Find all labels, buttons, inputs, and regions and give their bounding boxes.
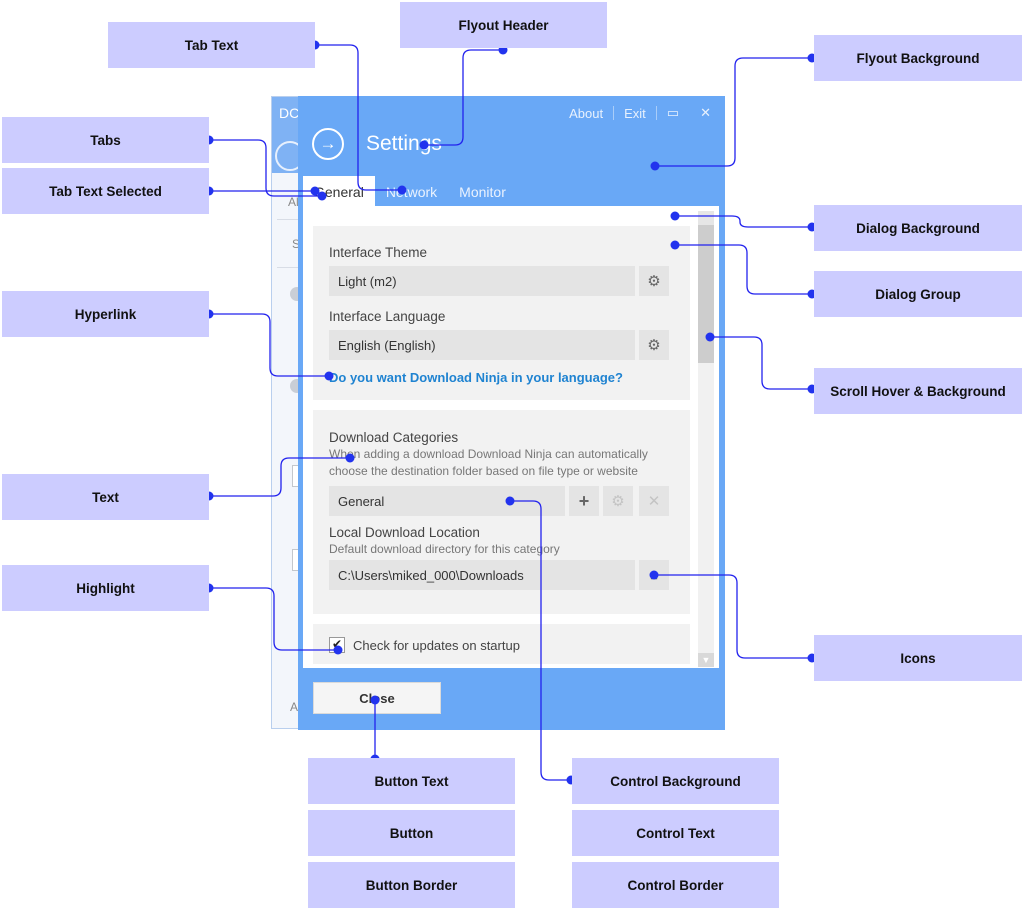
category-select[interactable]: General — [329, 486, 565, 516]
local-download-location-label: Local Download Location — [329, 525, 480, 540]
exit-link[interactable]: Exit — [624, 105, 646, 121]
dialog-group-updates: ✔ Check for updates on startup — [313, 624, 690, 664]
dialog-panel: ▼ Interface Theme Light (m2) ⚙ Interface… — [303, 206, 719, 668]
background-app-title: DC — [279, 105, 300, 121]
background-app-text: A — [290, 700, 299, 714]
interface-theme-label: Interface Theme — [329, 245, 428, 260]
annotation-control-background: Control Background — [572, 758, 779, 804]
background-app-text: S — [292, 237, 301, 251]
tab-monitor[interactable]: Monitor — [459, 184, 506, 200]
annotation-tabs: Tabs — [2, 117, 209, 163]
annotation-flyout-header: Flyout Header — [400, 2, 607, 48]
tab-network[interactable]: Network — [385, 184, 438, 200]
theme-select[interactable]: Light (m2) — [329, 266, 635, 296]
annotation-highlight: Highlight — [2, 565, 209, 611]
gear-icon[interactable]: ⚙ — [639, 266, 669, 296]
annotation-control-text: Control Text — [572, 810, 779, 856]
annotation-dialog-group: Dialog Group — [814, 271, 1022, 317]
interface-language-label: Interface Language — [329, 309, 446, 324]
close-icon[interactable]: ✕ — [700, 105, 711, 120]
settings-flyout: About Exit ▭ ✕ → Settings General Networ… — [298, 96, 725, 730]
download-categories-label: Download Categories — [329, 430, 459, 445]
annotation-button: Button — [308, 810, 515, 856]
annotation-text: Text — [2, 474, 209, 520]
annotation-icons: Icons — [814, 635, 1022, 681]
scroll-up-button[interactable] — [698, 211, 714, 225]
annotation-tab-text-selected: Tab Text Selected — [2, 168, 209, 214]
close-button[interactable]: Close — [313, 682, 441, 714]
gear-icon[interactable]: ⚙ — [639, 330, 669, 360]
download-location-input[interactable]: C:\Users\miked_000\Downloads — [329, 560, 635, 590]
flyout-title: Settings — [366, 132, 442, 155]
annotation-button-text: Button Text — [308, 758, 515, 804]
back-arrow-icon[interactable]: → — [312, 128, 344, 160]
annotation-control-border: Control Border — [572, 862, 779, 908]
language-hyperlink[interactable]: Do you want Download Ninja in your langu… — [329, 370, 623, 385]
maximize-icon[interactable]: ▭ — [666, 105, 680, 120]
annotation-button-border: Button Border — [308, 862, 515, 908]
tab-general[interactable]: General — [303, 176, 375, 206]
divider — [655, 106, 657, 120]
gear-icon: ⚙ — [603, 486, 633, 516]
folder-icon[interactable]: ■ — [639, 560, 669, 590]
connector-scroll — [710, 336, 812, 390]
annotation-flyout-background: Flyout Background — [814, 35, 1022, 81]
divider — [277, 219, 307, 220]
annotation-dialog-background: Dialog Background — [814, 205, 1022, 251]
update-checkbox[interactable]: ✔ — [329, 637, 345, 653]
dialog-group-interface: Interface Theme Light (m2) ⚙ Interface L… — [313, 226, 690, 400]
annotation-scroll-hover-background: Scroll Hover & Background — [814, 368, 1022, 414]
annotation-tab-text: Tab Text — [108, 22, 315, 68]
download-categories-description: When adding a download Download Ninja ca… — [329, 447, 648, 478]
add-icon[interactable]: + — [569, 486, 599, 516]
dialog-group-downloads: Download Categories When adding a downlo… — [313, 410, 690, 614]
divider — [277, 267, 307, 268]
annotation-hyperlink: Hyperlink — [2, 291, 209, 337]
background-app-text: Al — [288, 195, 299, 209]
window-controls: About Exit ▭ ✕ — [569, 105, 711, 121]
scroll-down-button[interactable]: ▼ — [698, 653, 714, 667]
tab-bar: General Network Monitor — [303, 176, 517, 206]
update-checkbox-label: Check for updates on startup — [353, 638, 520, 653]
remove-icon: ✕ — [639, 486, 669, 516]
divider — [613, 106, 615, 120]
about-link[interactable]: About — [569, 105, 604, 121]
local-download-location-description: Default download directory for this cate… — [329, 542, 560, 556]
language-select[interactable]: English (English) — [329, 330, 635, 360]
scroll-thumb[interactable] — [698, 225, 714, 363]
spacer — [689, 106, 690, 120]
scrollbar[interactable]: ▼ — [698, 211, 714, 667]
